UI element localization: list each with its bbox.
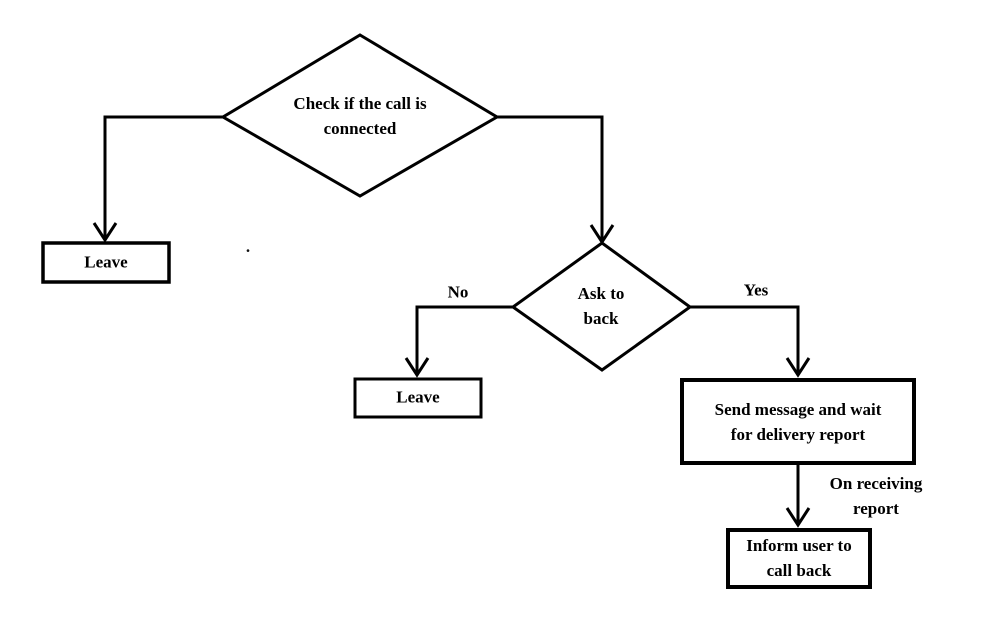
arrowhead-icon (92, 222, 118, 243)
arrowhead-icon (785, 357, 811, 378)
decision-diamond-check-connected (220, 33, 500, 198)
process-box-leave-left (41, 241, 171, 284)
edge-ask-to-send (690, 305, 800, 374)
process-box-leave-no (353, 377, 483, 419)
decision-diamond-ask-to-back (510, 241, 693, 372)
process-box-inform-user (726, 528, 872, 589)
arrowhead-icon (785, 507, 811, 528)
arrowhead-icon (404, 357, 430, 378)
edge-check-to-leave-left (103, 115, 223, 239)
edge-check-to-ask (497, 115, 604, 241)
edge-ask-to-leave-no (415, 305, 513, 374)
process-box-send-message (680, 378, 916, 465)
stray-dot-mark: . (245, 237, 251, 256)
